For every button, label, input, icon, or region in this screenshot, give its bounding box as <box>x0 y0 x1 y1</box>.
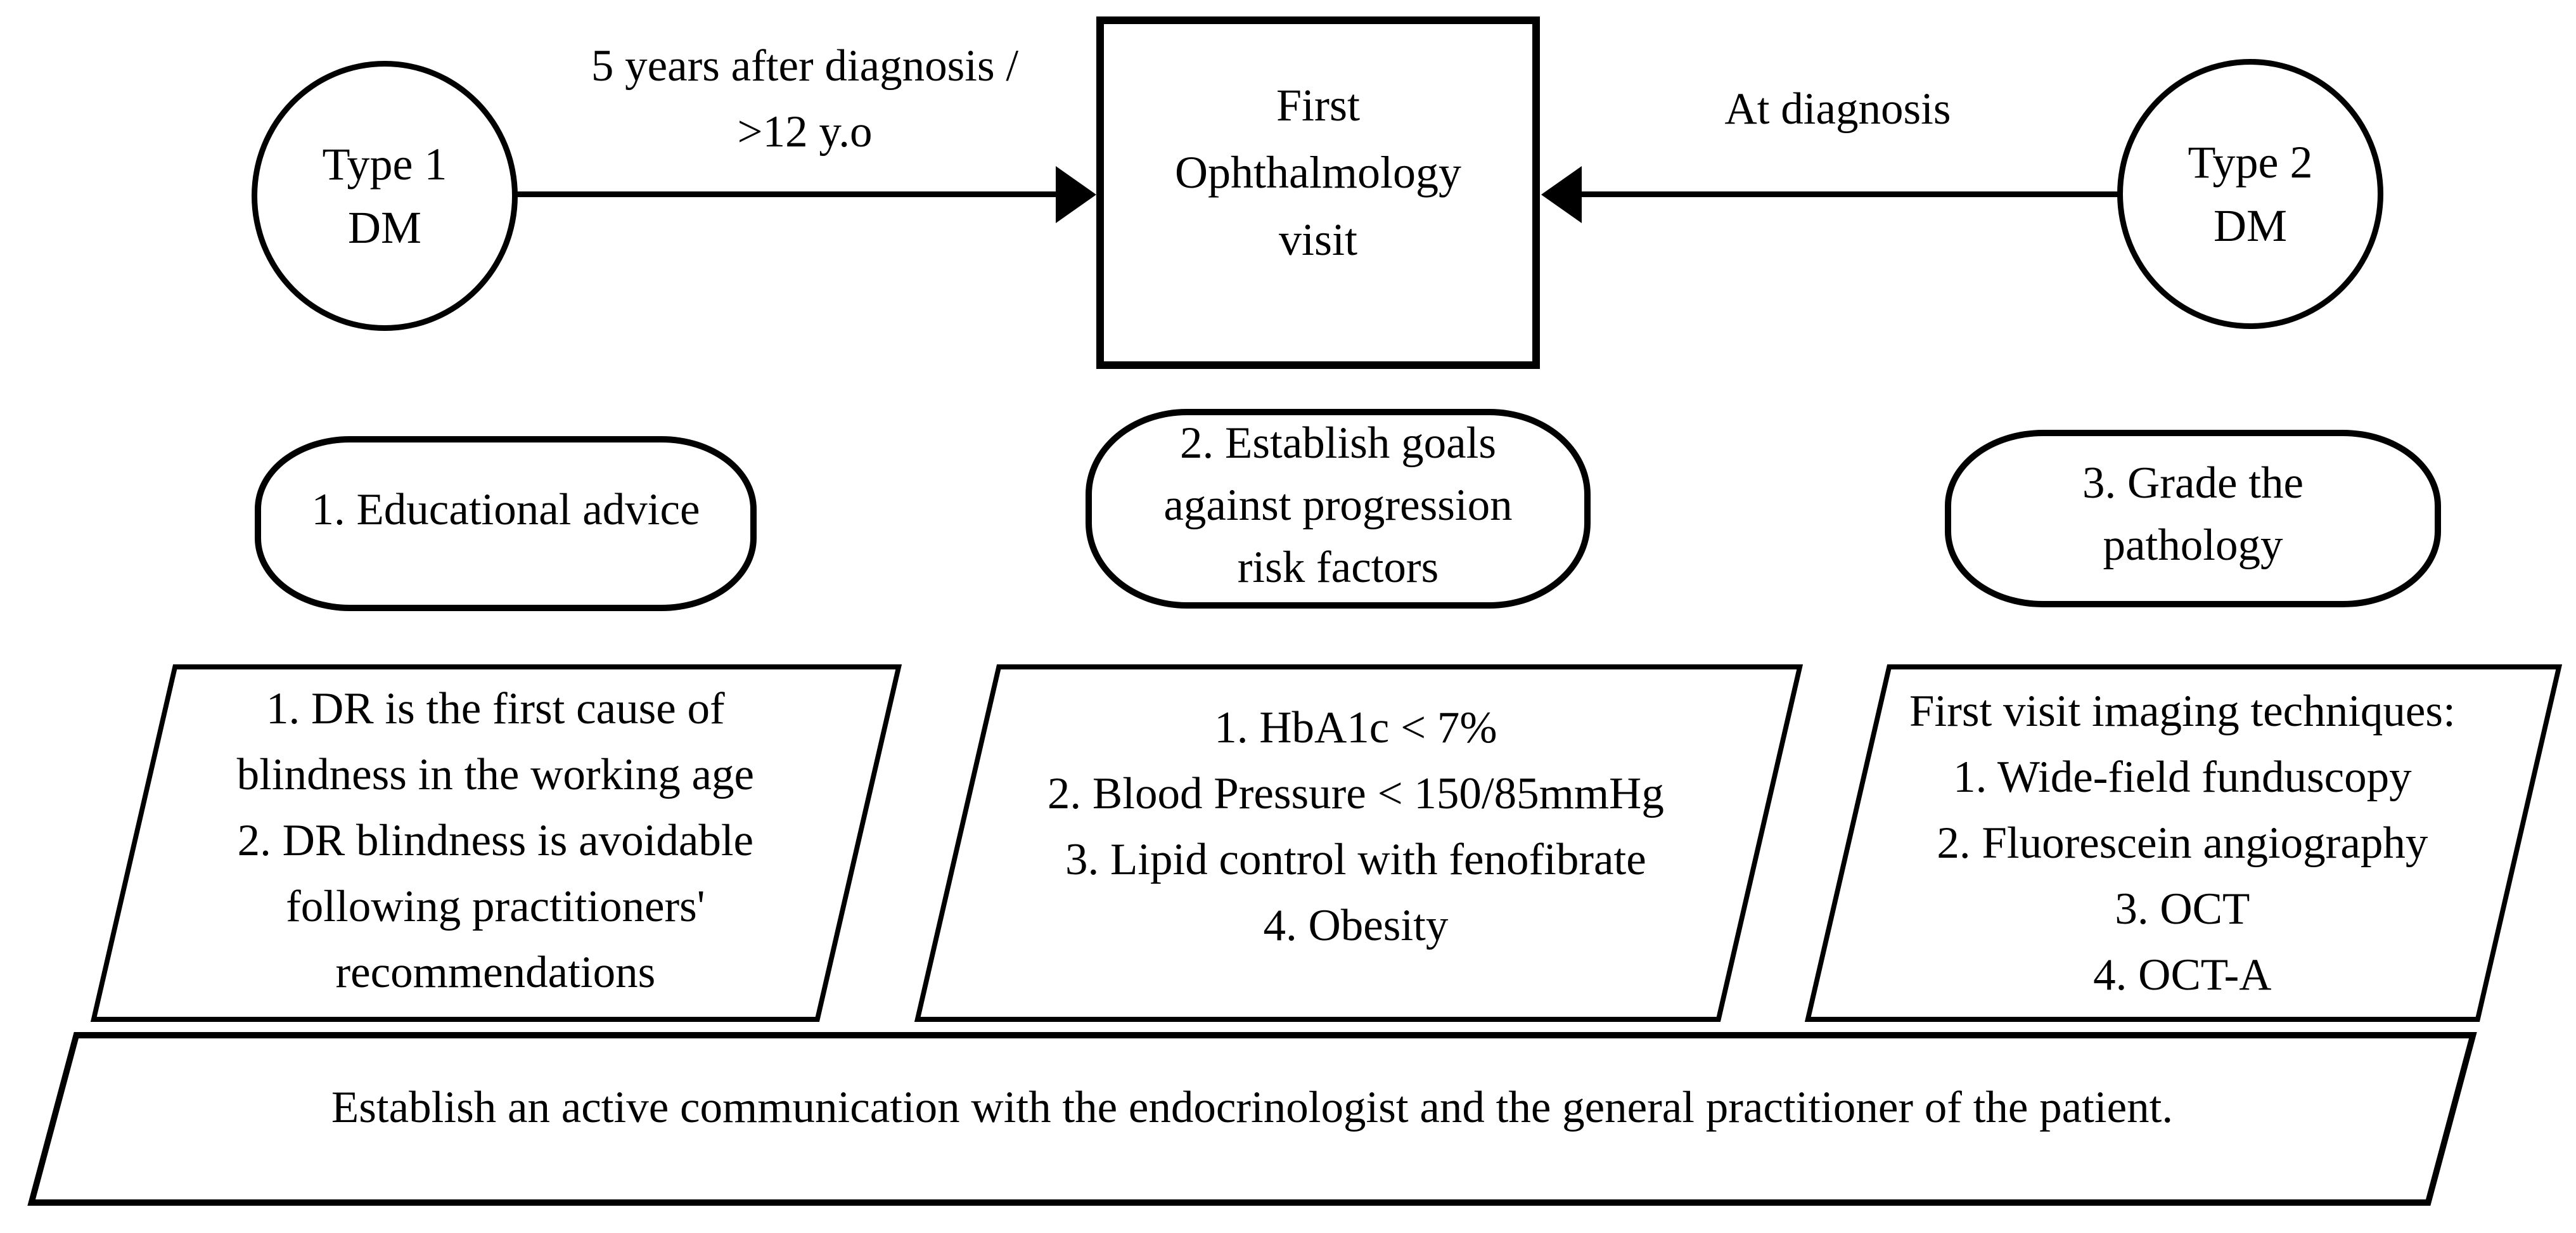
node-type2-dm-line2: DM <box>2213 200 2287 251</box>
node-first-ophthalmology-visit: First Ophthalmology visit <box>1096 16 1540 369</box>
footer-communication-strip: Establish an active communication with t… <box>27 1032 2477 1206</box>
notes-imaging-text: First visit imaging techniques: 1. Wide-… <box>1850 669 2515 1026</box>
node-first-visit-line2: Ophthalmology <box>1175 147 1461 198</box>
notes-imaging-line1: First visit imaging techniques: <box>1909 687 2456 736</box>
notes-goals-line4: 4. Obesity <box>1263 901 1449 950</box>
edge-label-type1-line1: 5 years after diagnosis / <box>591 41 1019 91</box>
notes-educational-line3: 2. DR blindness is avoidable <box>237 816 754 865</box>
arrow-type2-to-visit-head-icon <box>1541 166 1582 223</box>
notes-educational-advice-text: 1. DR is the first cause of blindness in… <box>136 669 855 1023</box>
notes-imaging-line3: 2. Fluorescein angiography <box>1937 818 2428 868</box>
step-grade-pathology: 3. Grade the pathology <box>1945 430 2441 607</box>
notes-educational-line2: blindness in the working age <box>236 750 755 799</box>
edge-label-type1-to-visit: 5 years after diagnosis / >12 y.o <box>507 33 1103 165</box>
node-first-visit-line1: First <box>1276 80 1361 131</box>
step-establish-goals: 2. Establish goals against progression r… <box>1086 409 1591 609</box>
node-type1-dm-line2: DM <box>347 202 421 253</box>
notes-educational-line4: following practitioners' <box>286 882 705 931</box>
step-grade-pathology-line1: 3. Grade the <box>2082 458 2304 508</box>
notes-goals-line1: 1. HbA1c < 7% <box>1214 703 1497 752</box>
footer-communication-text-wrap: Establish an active communication with t… <box>57 1038 2447 1199</box>
node-type1-dm: Type 1 DM <box>252 61 518 331</box>
node-first-visit-line3: visit <box>1278 214 1358 265</box>
arrow-type1-to-visit-shaft <box>515 191 1060 197</box>
notes-educational-line1: 1. DR is the first cause of <box>266 684 725 733</box>
node-type2-dm-line1: Type 2 <box>2188 137 2313 188</box>
step-educational-advice-label: 1. Educational advice <box>311 484 700 534</box>
notes-imaging: First visit imaging techniques: 1. Wide-… <box>1804 664 2563 1022</box>
edge-label-type2-to-visit: At diagnosis <box>1610 76 2066 142</box>
notes-goals-line3: 3. Lipid control with fenofibrate <box>1065 835 1646 884</box>
notes-educational-advice: 1. DR is the first cause of blindness in… <box>90 664 902 1023</box>
notes-goals-line2: 2. Blood Pressure < 150/85mmHg <box>1047 769 1664 818</box>
notes-goals-text: 1. HbA1c < 7% 2. Blood Pressure < 150/85… <box>958 669 1753 1042</box>
arrow-type2-to-visit-shaft <box>1579 191 2120 197</box>
notes-educational-line5: recommendations <box>335 948 656 997</box>
footer-communication-text: Establish an active communication with t… <box>331 1083 2174 1132</box>
node-type2-dm: Type 2 DM <box>2117 59 2383 329</box>
edge-label-type2-line1: At diagnosis <box>1724 84 1951 134</box>
notes-goals: 1. HbA1c < 7% 2. Blood Pressure < 150/85… <box>914 664 1804 1022</box>
step-establish-goals-line1: 2. Establish goals <box>1180 418 1496 468</box>
step-grade-pathology-line2: pathology <box>2103 520 2283 570</box>
step-establish-goals-line3: risk factors <box>1237 542 1439 592</box>
step-establish-goals-line2: against progression <box>1163 480 1513 530</box>
notes-imaging-line5: 4. OCT-A <box>2093 950 2272 1000</box>
step-educational-advice: 1. Educational advice <box>255 436 757 611</box>
arrow-type1-to-visit-head-icon <box>1056 166 1096 223</box>
edge-label-type1-line2: >12 y.o <box>737 107 873 157</box>
notes-imaging-line2: 1. Wide-field funduscopy <box>1953 752 2412 802</box>
node-type1-dm-line1: Type 1 <box>322 139 447 190</box>
notes-imaging-line4: 3. OCT <box>2115 884 2250 934</box>
